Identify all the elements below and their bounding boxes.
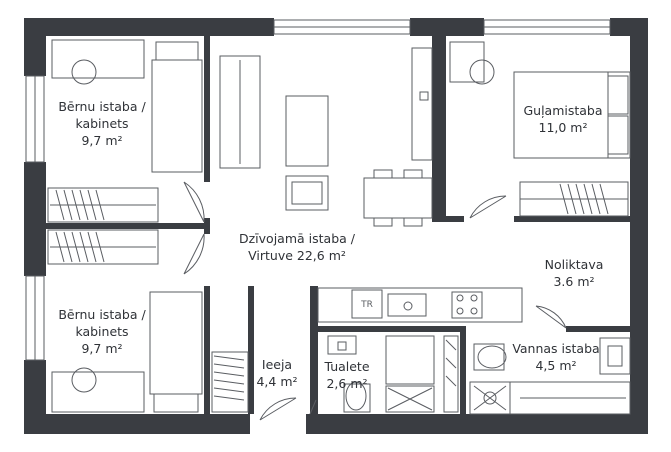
- room-name: Vannas istaba: [512, 341, 600, 356]
- bedroom-furniture: [449, 41, 631, 219]
- living-furniture: [219, 47, 433, 227]
- room-label-child-bottom: Bērnu istaba / kabinets 9,7 m²: [48, 306, 156, 357]
- toilet-fixtures: [309, 335, 435, 415]
- room-area: 2,6 m²: [326, 376, 368, 391]
- room-name-line2: kabinets: [75, 116, 129, 131]
- room-label-storage: Noliktava 3.6 m²: [524, 256, 624, 290]
- room-name-line2: kabinets: [75, 324, 129, 339]
- room-area: 9,7 m²: [81, 341, 123, 356]
- room-name: Bērnu istaba /: [58, 99, 146, 114]
- room-name: Dzīvojamā istaba /: [239, 231, 355, 246]
- room-area: 9,7 m²: [81, 133, 123, 148]
- outer-walls: [24, 18, 648, 434]
- room-label-child-top: Bērnu istaba / kabinets 9,7 m²: [48, 98, 156, 149]
- bathroom-fixtures: [443, 335, 631, 415]
- child-bottom-furniture: [47, 229, 205, 413]
- room-name: Noliktava: [544, 257, 604, 272]
- room-name: Bērnu istaba /: [58, 307, 146, 322]
- room-area: 4,4 m²: [256, 374, 298, 389]
- hall-furniture: [211, 351, 297, 421]
- room-name: Ieeja: [261, 357, 293, 372]
- room-area: 4,5 m²: [535, 358, 577, 373]
- room-area: 11,0 m²: [538, 120, 588, 135]
- room-name: Tualete: [324, 359, 370, 374]
- storage-door: [535, 305, 567, 329]
- room-label-living: Dzīvojamā istaba / Virtuve 22,6 m²: [222, 230, 372, 264]
- room-label-bathroom: Vannas istaba 4,5 m²: [504, 340, 608, 374]
- room-label-toilet: Tualete 2,6 m²: [318, 358, 376, 392]
- room-label-hall: Ieeja 4,4 m²: [248, 356, 306, 390]
- room-area: 3.6 m²: [553, 274, 595, 289]
- fridge-tag: TR: [360, 300, 373, 310]
- room-name-line2: Virtuve 22,6 m²: [248, 248, 346, 263]
- kitchen-counter: [317, 287, 523, 323]
- child-top-furniture: [47, 39, 205, 223]
- windows: [25, 19, 611, 361]
- interior-walls: [46, 36, 630, 414]
- room-name: Guļamistaba: [523, 103, 603, 118]
- room-label-bedroom: Guļamistaba 11,0 m²: [508, 102, 618, 136]
